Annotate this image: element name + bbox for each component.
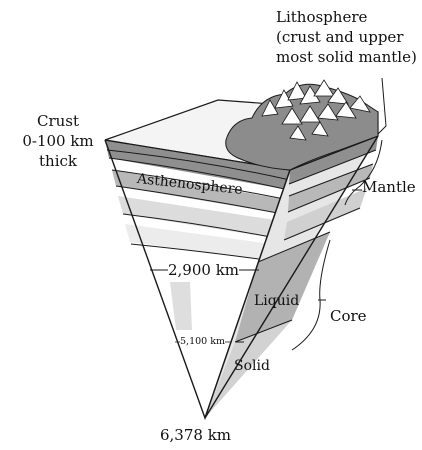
depth-2900-label: 2,900 km: [168, 261, 239, 280]
lithosphere-label-line2: (crust and upper: [276, 28, 403, 47]
lithosphere-label-line1: Lithosphere: [276, 8, 367, 27]
lithosphere-label-line3: most solid mantle): [276, 48, 417, 67]
crust-label-line1: Crust: [18, 112, 98, 131]
crust-label-line2: 0-100 km: [10, 132, 106, 151]
depth-5100-label: 5,100 km: [180, 336, 225, 347]
lithosphere-leader: [378, 78, 386, 134]
crust-label-line3: thick: [18, 152, 98, 171]
mantle-label: Mantle: [362, 178, 416, 197]
liquid-label: Liquid: [254, 292, 299, 311]
depth-6378-label: 6,378 km: [160, 426, 231, 445]
solid-label: Solid: [234, 357, 270, 376]
core-label: Core: [330, 307, 367, 326]
